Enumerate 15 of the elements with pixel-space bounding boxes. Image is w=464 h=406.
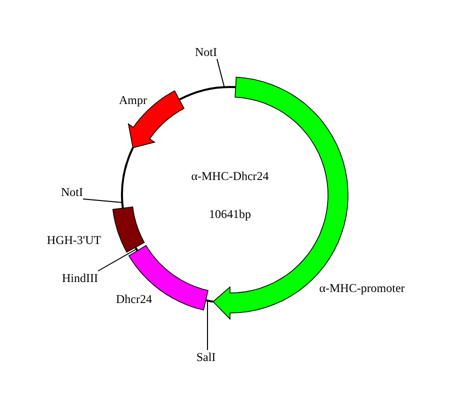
leader-line (216, 58, 225, 88)
site-label: SalI (196, 350, 216, 364)
leader-line (82, 198, 123, 203)
leader-line (98, 248, 137, 272)
feature-label: HGH-3'UT (46, 233, 102, 247)
gene-bar (112, 206, 145, 253)
site-label: HindIII (62, 271, 98, 285)
site-label: NotI (195, 45, 217, 59)
feature-label: Ampr (119, 93, 147, 107)
plasmid-size: 10641bp (209, 207, 251, 221)
site-label: NotI (61, 185, 83, 199)
plasmid-name: α-MHC-Dhcr24 (191, 169, 269, 183)
leader-line (207, 300, 208, 350)
feature-label: Dhcr24 (116, 292, 152, 306)
feature-label: α-MHC-promoter (319, 281, 405, 295)
